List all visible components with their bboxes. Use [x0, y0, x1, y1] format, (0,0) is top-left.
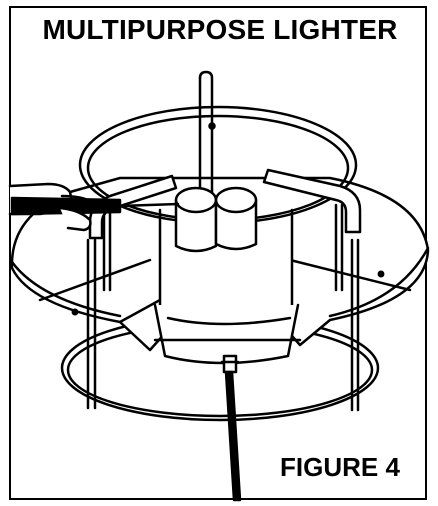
stand-legs — [86, 203, 360, 412]
figure-title: MULTIPURPOSE LIGHTER — [42, 14, 398, 45]
burner-tubes — [174, 186, 258, 253]
lighter-in-hand — [8, 182, 180, 232]
figure-label: FIGURE 4 — [280, 452, 400, 482]
gas-hose — [220, 354, 242, 502]
